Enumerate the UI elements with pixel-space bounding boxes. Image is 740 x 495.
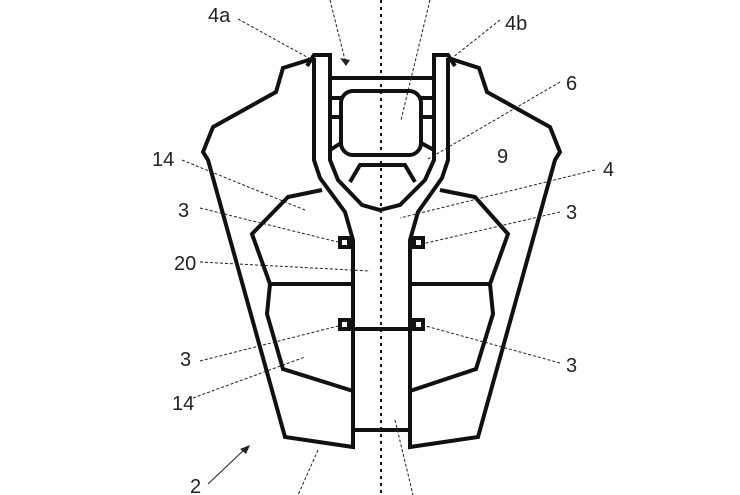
- left-inner-panel-bottom: [264, 283, 354, 393]
- hex-piece: [348, 163, 417, 184]
- left-diag-rib: [328, 141, 343, 152]
- housing: [339, 89, 423, 157]
- spine-frame: [312, 58, 450, 420]
- label-6: 6: [566, 73, 577, 95]
- fastener-left-top: [338, 236, 351, 249]
- label-3-left-bottom: 3: [180, 349, 191, 371]
- fastener-right-top: [412, 236, 425, 249]
- label-20: 20: [174, 253, 196, 275]
- fastener-left-bottom: [338, 318, 351, 331]
- right-top-tab-4b: [432, 53, 457, 118]
- label-2: 2: [190, 476, 201, 495]
- label-14-bottom: 14: [172, 393, 194, 415]
- arrow-head: [340, 58, 350, 66]
- right-outer-panel: [408, 56, 563, 450]
- leader-lines: [181, 0, 596, 495]
- left-top-tab-4a: [305, 53, 332, 118]
- label-14-top: 14: [152, 149, 174, 171]
- right-inner-panel-top: [410, 188, 511, 286]
- left-inner-panel-top: [249, 188, 353, 286]
- label-3-right-top: 3: [566, 202, 577, 224]
- label-3-right-bottom: 3: [566, 355, 577, 377]
- label-4a: 4a: [208, 5, 231, 27]
- label-4b: 4b: [505, 13, 527, 35]
- right-diag-rib: [420, 141, 435, 152]
- label-3-left-top: 3: [178, 200, 189, 222]
- label-9: 9: [497, 146, 508, 168]
- arrow-head-2: [240, 445, 250, 454]
- fastener-right-bottom: [412, 318, 425, 331]
- label-4: 4: [603, 159, 614, 181]
- right-inner-panel-bottom: [409, 283, 496, 393]
- left-outer-panel: [200, 56, 355, 450]
